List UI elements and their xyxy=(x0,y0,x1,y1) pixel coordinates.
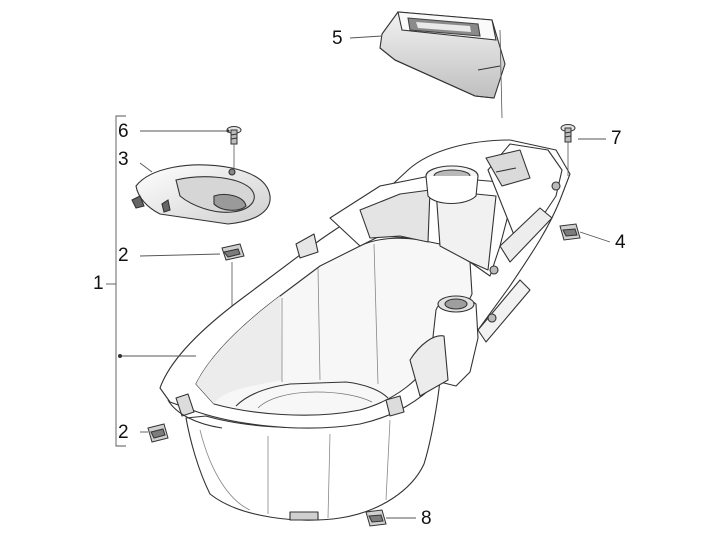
part-2-clip-upper xyxy=(221,243,245,261)
callout-4: 4 xyxy=(615,232,626,253)
leader-dot xyxy=(118,354,122,358)
callout-2-upper: 2 xyxy=(118,245,129,266)
part-3-lid xyxy=(131,164,271,225)
callout-8: 8 xyxy=(421,508,432,529)
filler-cup xyxy=(425,165,479,205)
part-6-screw xyxy=(226,126,242,145)
part-8-clip xyxy=(365,509,387,527)
part-5-cover xyxy=(379,11,506,119)
callout-1: 1 xyxy=(93,273,104,294)
callout-5: 5 xyxy=(332,28,343,49)
part-4-clip xyxy=(559,223,581,241)
part-7-screw xyxy=(560,124,576,176)
callout-leaders xyxy=(106,35,611,519)
callout-2-lower: 2 xyxy=(118,422,129,443)
callout-6: 6 xyxy=(118,121,129,142)
part-1-storage-compartment xyxy=(159,139,571,521)
callout-3: 3 xyxy=(118,149,129,170)
part-2-clip-lower xyxy=(147,423,169,443)
callout-7: 7 xyxy=(611,128,622,149)
leader-dot xyxy=(226,129,230,133)
